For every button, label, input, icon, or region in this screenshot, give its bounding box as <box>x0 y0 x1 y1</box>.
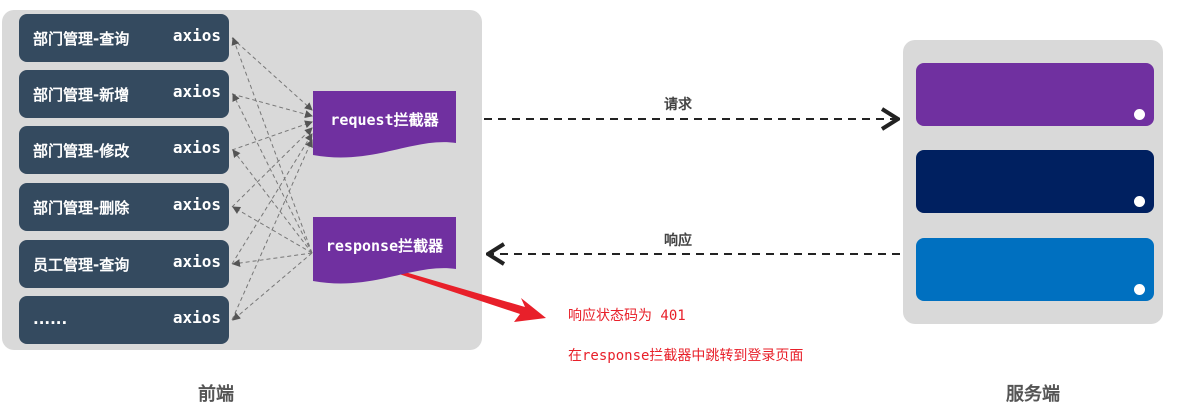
module-name: 部门管理-查询 <box>33 30 130 48</box>
module-box: 部门管理-查询 axios <box>19 14 229 62</box>
axios-label: axios <box>172 82 221 101</box>
request-connector <box>231 120 313 151</box>
server-label: 服务端 <box>1006 384 1060 405</box>
module-box: 员工管理-查询 axios <box>19 240 229 288</box>
response-interceptor: response拦截器 <box>313 217 456 287</box>
request-connector <box>231 127 313 208</box>
axios-label: axios <box>172 195 221 214</box>
request-connector <box>231 139 313 321</box>
server-bar-1 <box>916 63 1154 126</box>
module-box: 部门管理-新增 axios <box>19 70 229 118</box>
module-name: 员工管理-查询 <box>33 256 130 274</box>
request-connector <box>231 133 313 265</box>
dot-icon <box>1134 284 1145 295</box>
response-connector <box>232 252 313 267</box>
server-bar-2 <box>916 150 1154 213</box>
server-bar-3 <box>916 238 1154 301</box>
request-label: 请求 <box>664 97 692 113</box>
axios-label: axios <box>172 252 221 271</box>
frontend-label: 前端 <box>198 384 234 405</box>
response-connector <box>232 252 313 321</box>
dot-icon <box>1134 109 1145 120</box>
module-box: ...... axios <box>19 296 229 344</box>
annotation-line2: 在response拦截器中跳转到登录页面 <box>568 348 804 364</box>
red-pointer-arrow <box>396 270 546 322</box>
request-connector <box>231 93 313 119</box>
axios-label: axios <box>172 26 221 45</box>
dot-icon <box>1134 196 1145 207</box>
request-interceptor: request拦截器 <box>313 91 456 161</box>
axios-label: axios <box>172 308 221 327</box>
response-interceptor-label: response拦截器 <box>325 237 444 255</box>
module-name: 部门管理-修改 <box>33 142 130 160</box>
response-connector <box>231 37 313 254</box>
module-box: 部门管理-删除 axios <box>19 183 229 231</box>
request-connector <box>231 37 313 111</box>
module-box: 部门管理-修改 axios <box>19 126 229 174</box>
module-name: 部门管理-新增 <box>33 86 130 104</box>
request-interceptor-label: request拦截器 <box>330 111 439 129</box>
response-connector <box>232 149 313 254</box>
response-connector <box>232 93 313 254</box>
axios-label: axios <box>172 138 221 157</box>
module-name: 部门管理-删除 <box>33 199 130 217</box>
module-name: ...... <box>33 310 68 328</box>
annotation-line1: 响应状态码为 401 <box>568 308 686 324</box>
frontend-panel <box>2 10 482 350</box>
response-label: 响应 <box>664 233 692 249</box>
